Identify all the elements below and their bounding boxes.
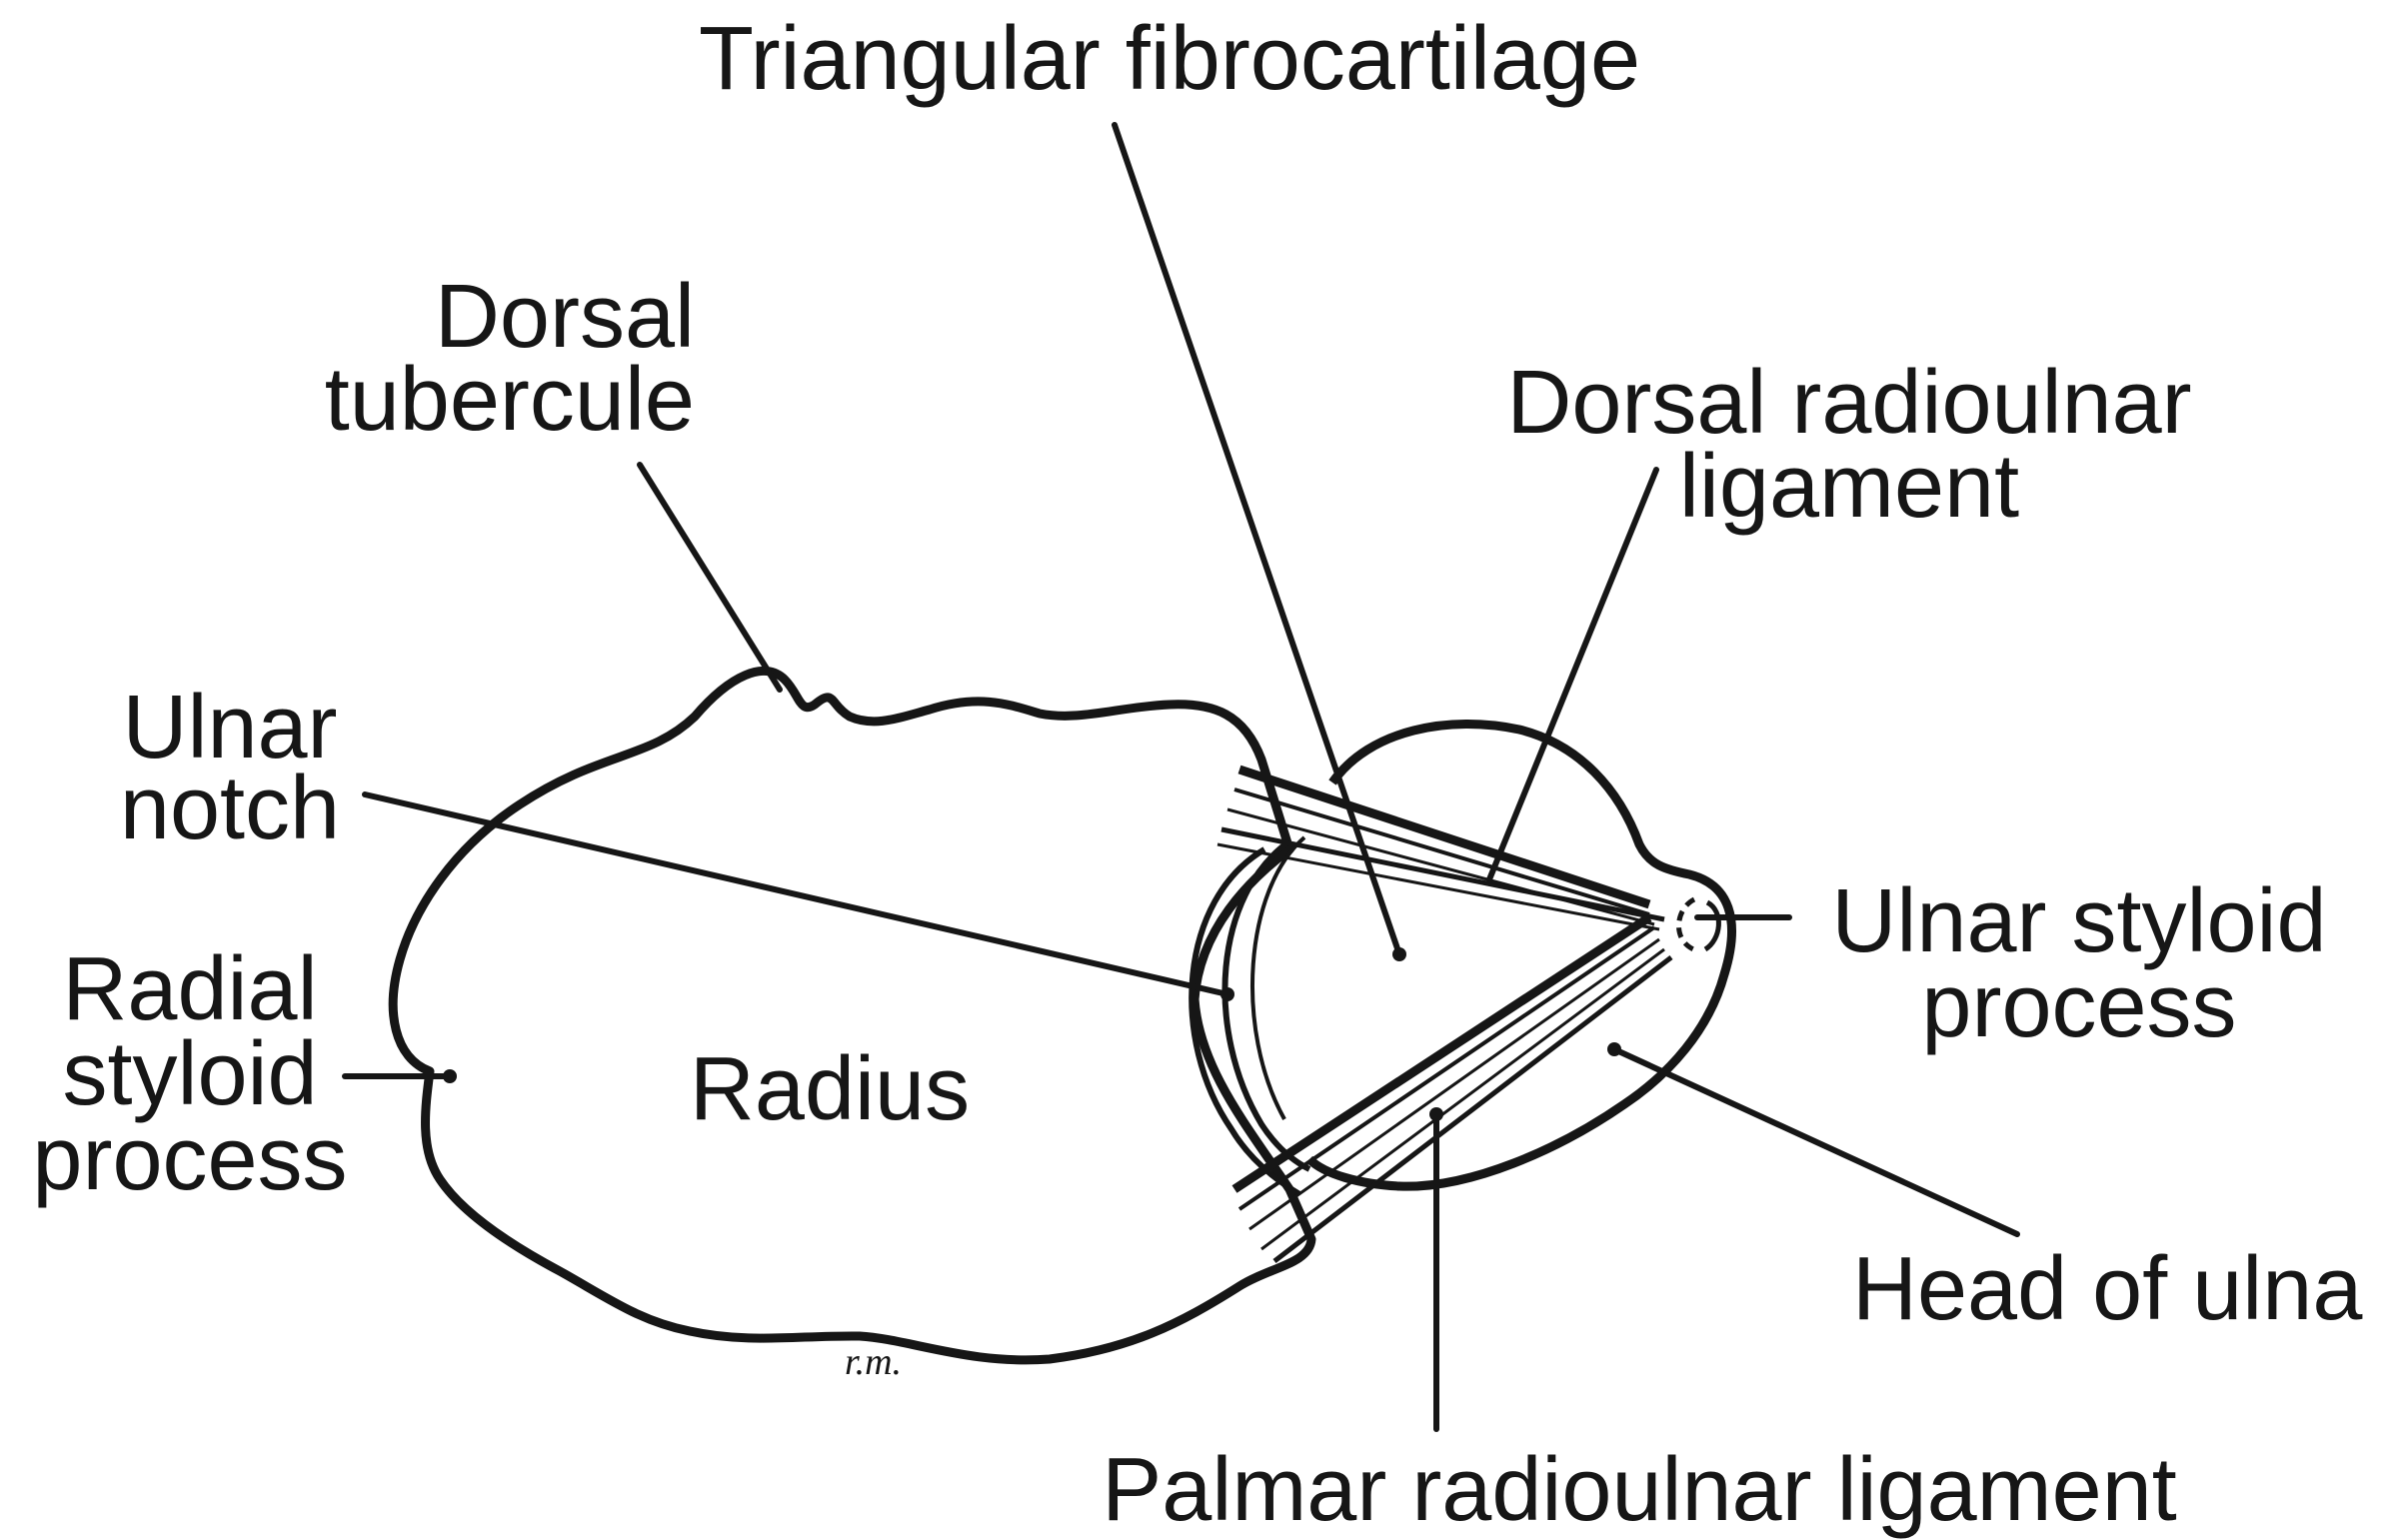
label-triangular-fibrocartilage: Triangular fibrocartilage [640, 14, 1699, 104]
leader-dorsal-tubercule [640, 465, 780, 690]
label-ulnar-styloid-process-line2: process [1799, 961, 2359, 1051]
artist-signature: r.m. [845, 1341, 902, 1383]
label-ulnar-notch-line2: notch [90, 764, 370, 853]
label-palmar-radioulnar-ligament: Palmar radioulnar ligament [1020, 1445, 2259, 1535]
ulnar-styloid-process [1678, 899, 1718, 951]
label-radial-styloid-process-line1: Radial [10, 944, 370, 1034]
label-dorsal-tubercule-line2: tubercule [300, 355, 695, 445]
radius-outline [393, 671, 1311, 1359]
leader-ulnar-notch [365, 794, 1227, 994]
leader-head-of-ulna [1614, 1049, 2017, 1234]
leader-triangular-fibrocartilage [1115, 125, 1399, 954]
label-dorsal-tubercule-line1: Dorsal [300, 272, 695, 362]
label-radial-styloid-process-line3: process [10, 1114, 370, 1204]
label-radial-styloid-process-line2: styloid [10, 1029, 370, 1119]
label-head-of-ulna: Head of ulna [1852, 1244, 2392, 1334]
label-dorsal-radioulnar-ligament-line1: Dorsal radioulnar [1469, 358, 2229, 448]
label-ulnar-styloid-process-line1: Ulnar styloid [1799, 876, 2359, 966]
label-radius: Radius [620, 1044, 1040, 1134]
label-dorsal-radioulnar-ligament-line2: ligament [1469, 442, 2229, 532]
